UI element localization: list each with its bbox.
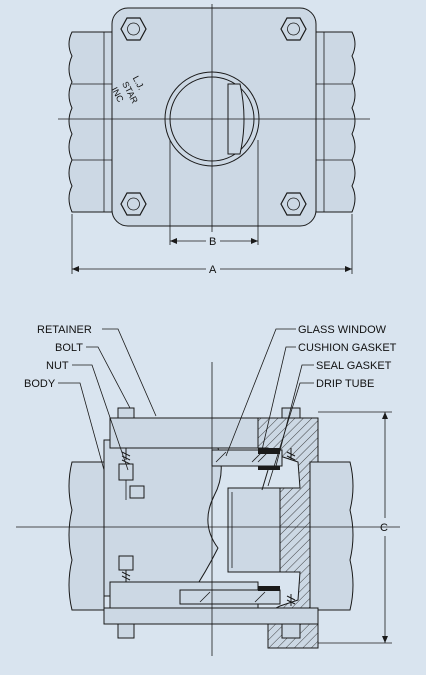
bolt-left-bottom <box>117 555 135 639</box>
callout-bolt: BOLT <box>55 342 131 409</box>
callout-cushion-gasket-label: CUSHION GASKET <box>298 342 397 354</box>
bolt-top-right <box>280 17 307 41</box>
nut-left <box>125 480 145 500</box>
callout-nut-label: NUT <box>46 360 69 372</box>
bolt-top-left <box>120 17 147 41</box>
callout-nut: NUT <box>46 360 129 471</box>
dimension-b: B <box>169 140 259 248</box>
callout-retainer-label: RETAINER <box>37 324 92 336</box>
drip-tube <box>261 469 269 491</box>
callout-glass-window-label: GLASS WINDOW <box>298 324 387 336</box>
dimension-c-label: C <box>380 522 388 534</box>
body-bore <box>227 487 281 573</box>
bolt-bottom-left <box>120 192 147 216</box>
body-left-port <box>68 461 105 611</box>
callout-retainer: RETAINER <box>37 324 157 417</box>
callout-cushion-gasket: CUSHION GASKET <box>261 342 397 451</box>
dimension-b-label: B <box>209 236 216 248</box>
callout-glass-window: GLASS WINDOW <box>225 324 387 457</box>
bottom-glass-window <box>179 589 281 605</box>
dimension-a-label: A <box>209 264 217 276</box>
callout-bolt-label: BOLT <box>55 342 83 354</box>
bottom-flange <box>103 607 319 625</box>
callout-body: BODY <box>24 378 105 471</box>
bolt-right-bottom <box>281 594 301 639</box>
left-hex-port <box>68 31 113 213</box>
top-retainer <box>109 417 259 449</box>
callout-drip-tube-label: DRIP TUBE <box>316 378 374 390</box>
dimension-a: A <box>71 214 353 276</box>
callout-seal-gasket-label: SEAL GASKET <box>316 360 392 372</box>
body-unsectioned <box>103 439 222 597</box>
bolt-left-top <box>117 407 135 481</box>
callout-body-label: BODY <box>24 378 56 390</box>
body-section-hatch <box>257 417 319 649</box>
bolt-bottom-right <box>280 192 307 216</box>
bottom-cushion-gasket <box>258 586 280 591</box>
section-view: C RETAINER BOLT NUT BODY GLASS WINDOW CU… <box>16 324 400 656</box>
callout-drip-tube: DRIP TUBE <box>267 378 374 487</box>
top-seal-gasket <box>258 466 280 470</box>
body-right-port <box>309 461 354 611</box>
right-hex-port <box>315 31 356 213</box>
top-cushion-gasket <box>258 448 280 454</box>
top-view: L.J. STAR INC B A <box>58 4 370 276</box>
dimension-c: C <box>318 411 392 644</box>
